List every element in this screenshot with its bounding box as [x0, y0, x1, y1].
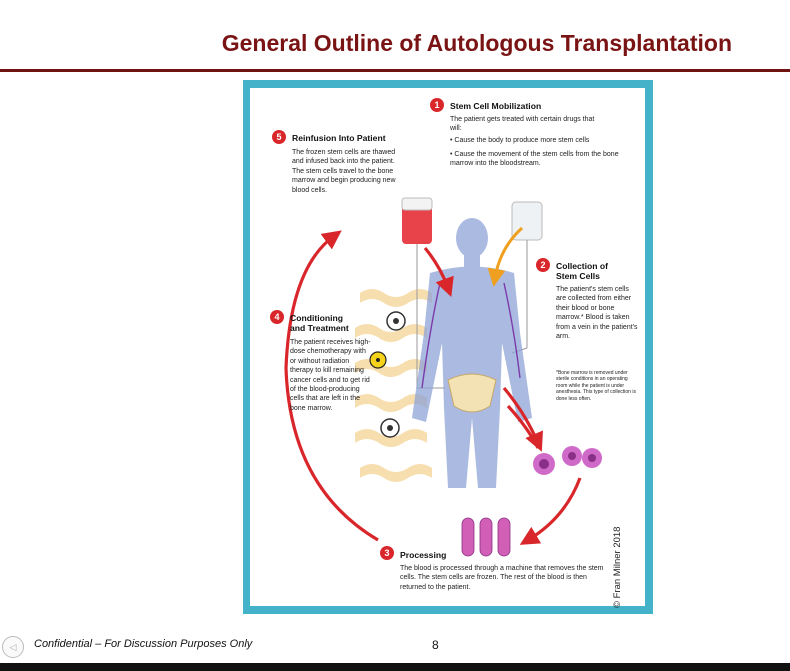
step-1-badge: 1: [430, 98, 444, 112]
mobilization-arrow: [487, 226, 524, 287]
step-2-badge: 2: [536, 258, 550, 272]
diagram-panel: 1 Stem Cell Mobilization The patient get…: [250, 88, 645, 608]
slide-title: General Outline of Autologous Transplant…: [221, 30, 732, 56]
biohazard-icon: [386, 311, 406, 331]
diagram-illustration: [284, 197, 602, 557]
step-2-title: Collection of Stem Cells: [556, 261, 609, 281]
step-2-text: The patient's stem cells are collected f…: [556, 286, 638, 341]
radiation-icon: [369, 351, 387, 369]
biohazard-icon: [380, 418, 400, 438]
copyright-credit: © Fran Milner 2018: [612, 526, 623, 608]
previous-slide-button[interactable]: ◁: [2, 636, 24, 658]
confidential-footer: Confidential – For Discussion Purposes O…: [34, 638, 253, 650]
title-divider: [0, 69, 790, 72]
stem-cell-icon: [533, 446, 602, 475]
pelvis-icon: [447, 373, 497, 413]
step-5-text: The frozen stem cells are thawed and inf…: [292, 149, 396, 194]
step-4-title: Conditioning and Treatment: [290, 313, 349, 333]
step-3-badge: 3: [380, 546, 394, 560]
step-1-bullet-2: • Cause the movement of the stem cells f…: [450, 151, 619, 168]
step-1-text: The patient gets treated with certain dr…: [450, 116, 595, 133]
step-5-badge: 5: [272, 130, 286, 144]
test-tube-icon: [461, 517, 511, 557]
step-2-footnote: *Bone marrow is removed under sterile co…: [556, 370, 636, 402]
bottom-bar: [0, 663, 790, 671]
step-3-text: The blood is processed through a machine…: [400, 565, 604, 591]
step-3-title: Processing: [400, 550, 447, 560]
step-1-bullet-1: • Cause the body to produce more stem ce…: [450, 137, 590, 144]
step-1-title: Stem Cell Mobilization: [450, 101, 542, 111]
step-5-title: Reinfusion Into Patient: [292, 133, 386, 143]
page-number: 8: [432, 638, 439, 652]
human-body-icon: [412, 218, 532, 488]
transplant-diagram: 1 Stem Cell Mobilization The patient get…: [243, 80, 653, 614]
cycle-arrows: [284, 230, 582, 545]
step-4-text: The patient receives high-dose chemother…: [290, 339, 371, 412]
step-4-badge: 4: [270, 310, 284, 324]
iv-bag-icon: [401, 197, 445, 389]
